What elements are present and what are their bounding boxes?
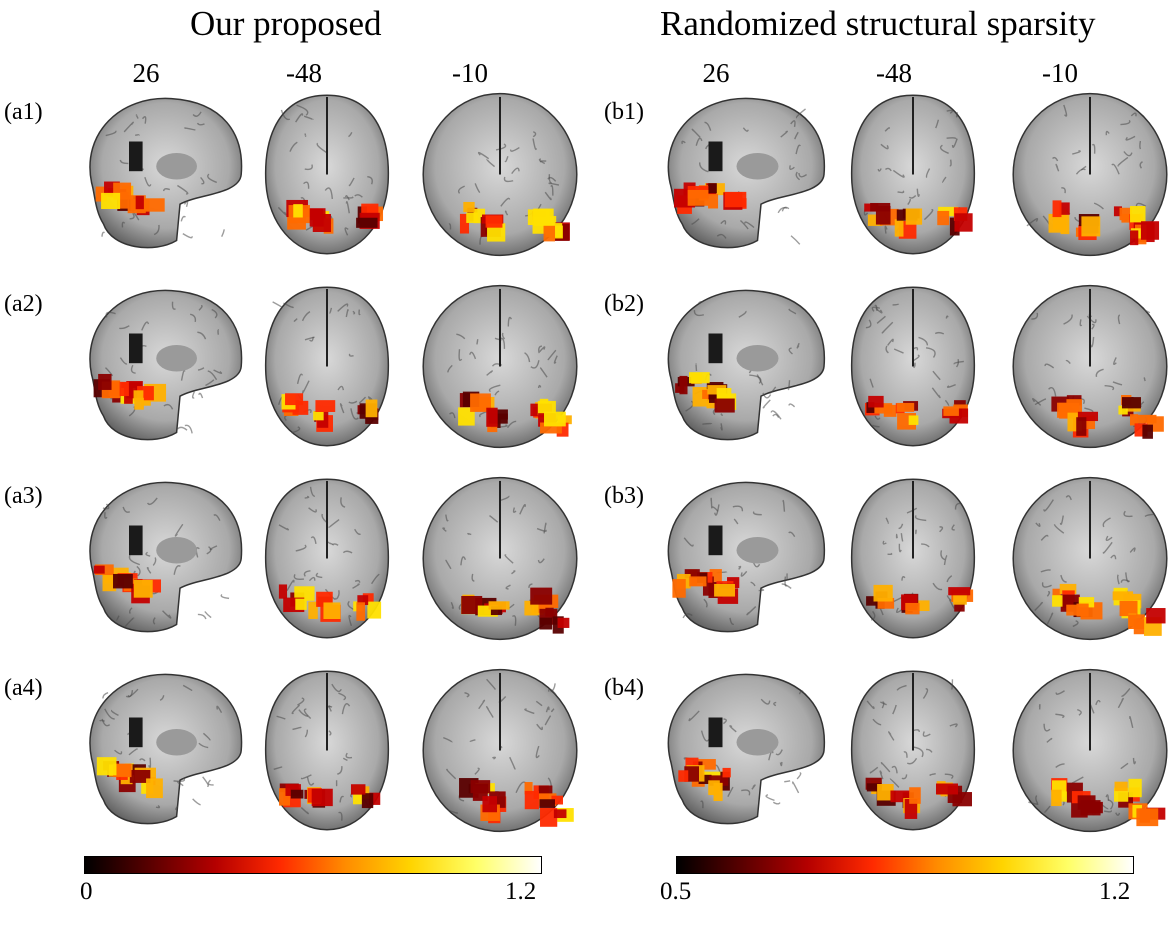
brain-slice-a4-ax: [420, 668, 580, 833]
brain-slice-a3-ax: [420, 476, 580, 641]
panel-b-slice-axial-label: -10: [1000, 58, 1120, 88]
panel-b-colorbar-max: 1.2: [1099, 878, 1130, 906]
brain-slice-a3-sag: [78, 476, 248, 641]
brain-slice-b4-sag: [656, 668, 831, 833]
row-label-a3: (a3): [4, 482, 43, 510]
brain-slice-b3-cor: [848, 476, 978, 641]
row-label-b2: (b2): [604, 290, 644, 318]
row-label-b1: (b1): [604, 98, 644, 126]
panel-b-slice-sagittal-label: 26: [656, 58, 776, 88]
brain-slice-a2-cor: [262, 284, 392, 449]
panel-b-title: Randomized structural sparsity: [660, 4, 1095, 44]
panel-b-colorbar-min: 0.5: [660, 878, 691, 906]
brain-slice-a1-cor: [262, 92, 392, 257]
brain-slice-b1-sag: [656, 92, 831, 257]
panel-a-colorbar: [84, 856, 542, 874]
panel-b-slice-coronal-label: -48: [834, 58, 954, 88]
row-label-a4: (a4): [4, 674, 43, 702]
brain-slice-b3-sag: [656, 476, 831, 641]
brain-slice-a4-cor: [262, 668, 392, 833]
brain-slice-b1-cor: [848, 92, 978, 257]
brain-slice-b4-ax: [1010, 668, 1170, 833]
brain-slice-b2-ax: [1010, 284, 1170, 449]
row-label-b4: (b4): [604, 674, 644, 702]
panel-a-title: Our proposed: [190, 4, 382, 44]
brain-slice-a2-ax: [420, 284, 580, 449]
panel-a-slice-axial-label: -10: [410, 58, 530, 88]
brain-slice-b4-cor: [848, 668, 978, 833]
row-label-b3: (b3): [604, 482, 644, 510]
brain-slice-a1-ax: [420, 92, 580, 257]
panel-a-colorbar-max: 1.2: [505, 878, 536, 906]
panel-a-slice-coronal-label: -48: [244, 58, 364, 88]
panel-a-slice-sagittal-label: 26: [86, 58, 206, 88]
brain-slice-a3-cor: [262, 476, 392, 641]
panel-a-colorbar-min: 0: [80, 878, 93, 906]
brain-slice-a4-sag: [78, 668, 248, 833]
brain-slice-b2-cor: [848, 284, 978, 449]
panel-b-colorbar: [676, 856, 1134, 874]
row-label-a1: (a1): [4, 98, 43, 126]
brain-slice-b1-ax: [1010, 92, 1170, 257]
brain-slice-a1-sag: [78, 92, 248, 257]
brain-slice-b3-ax: [1010, 476, 1170, 641]
brain-slice-a2-sag: [78, 284, 248, 449]
row-label-a2: (a2): [4, 290, 43, 318]
brain-slice-b2-sag: [656, 284, 831, 449]
